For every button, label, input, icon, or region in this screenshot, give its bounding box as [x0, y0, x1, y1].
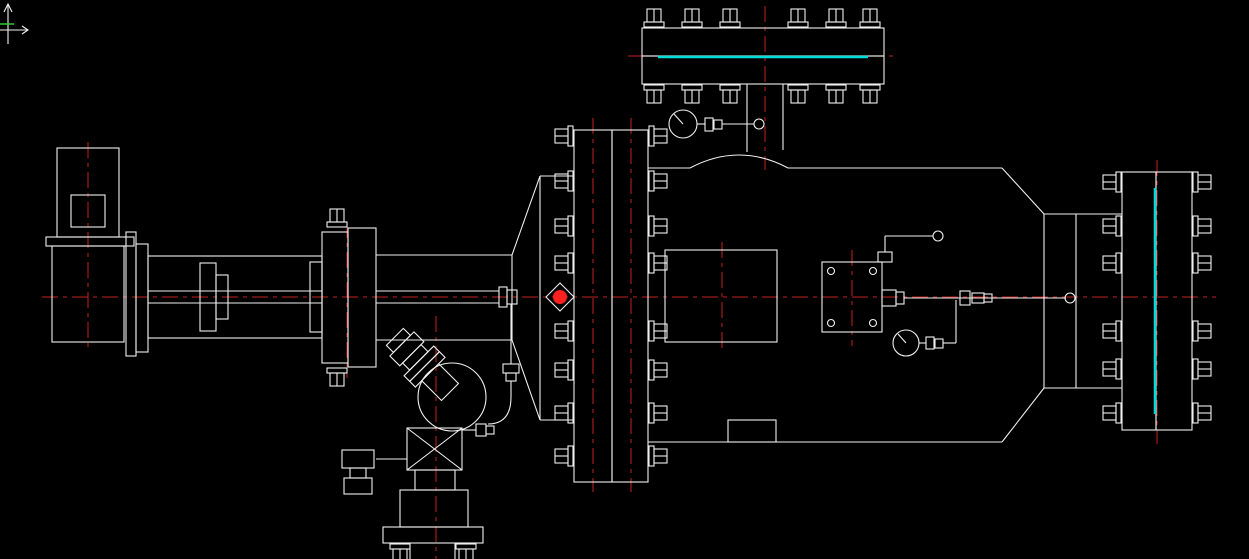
valve-bonnet[interactable] — [376, 175, 574, 421]
stem-flange-pair[interactable] — [321, 208, 377, 387]
actuator-yoke[interactable] — [135, 243, 323, 353]
drain-valve[interactable] — [341, 449, 407, 495]
internal-element-box[interactable] — [664, 249, 778, 343]
top-flange[interactable] — [641, 8, 885, 104]
outlet-flange[interactable] — [1102, 171, 1212, 431]
bottom-pressure-gauge[interactable] — [892, 300, 957, 357]
inlet-flange[interactable] — [554, 125, 668, 483]
valve-plug[interactable] — [545, 282, 575, 312]
strainer-assembly[interactable] — [380, 322, 495, 559]
vessel-body[interactable] — [648, 84, 1122, 443]
positioner-tubing[interactable] — [877, 230, 1076, 306]
bonnet-drain-tubing[interactable] — [487, 304, 520, 425]
centerlines[interactable] — [42, 6, 1216, 559]
ucs-axis-icon — [0, 2, 29, 44]
top-pressure-gauge[interactable] — [668, 109, 765, 139]
motor-actuator[interactable] — [45, 147, 137, 357]
